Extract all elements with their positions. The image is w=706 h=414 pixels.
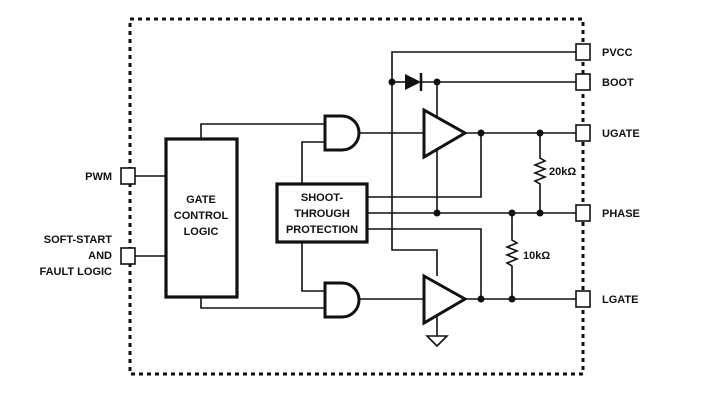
shoot-through-protection-block: SHOOT- THROUGH PROTECTION [275, 182, 369, 244]
lgate-net [367, 228, 576, 303]
boot-pin: BOOT [575, 73, 634, 91]
boot-label: BOOT [602, 77, 634, 89]
ic-boundary [128, 17, 585, 376]
lower-and-gate [323, 281, 361, 319]
lgate-pin: LGATE [575, 290, 638, 308]
phase-pin: PHASE [575, 204, 640, 222]
ugate-label: UGATE [602, 128, 640, 140]
pvcc-rail [388, 51, 576, 276]
gate-control-line-1: GATE [186, 194, 216, 206]
soft-start-label-line-3: FAULT LOGIC [39, 266, 112, 278]
phase-net [367, 148, 576, 217]
resistor-10k: 10kΩ [504, 213, 550, 299]
lower-driver [422, 273, 469, 326]
resistor-20k: 20kΩ [532, 133, 576, 213]
soft-start-label-line-1: SOFT-START [44, 234, 113, 246]
lgate-label: LGATE [602, 294, 638, 306]
soft-start-pin: SOFT-START AND FAULT LOGIC [39, 234, 166, 278]
phase-label: PHASE [602, 208, 640, 220]
shoot-through-line-3: PROTECTION [286, 224, 358, 236]
upper-and-gate [323, 114, 361, 152]
ugate-pin: UGATE [575, 124, 640, 142]
pvcc-pin: PVCC [575, 43, 633, 61]
gate-control-logic-block: GATE CONTROL LOGIC [164, 137, 239, 299]
ground-icon [425, 314, 449, 348]
soft-start-label-line-2: AND [88, 250, 112, 262]
control-wiring [200, 123, 325, 309]
ugate-net [367, 129, 576, 198]
gate-control-line-3: LOGIC [184, 226, 219, 238]
shoot-through-line-2: THROUGH [294, 208, 350, 220]
gate-control-line-2: CONTROL [174, 210, 229, 222]
bootstrap-diode [392, 73, 576, 118]
pvcc-label: PVCC [602, 47, 633, 59]
pwm-label: PWM [85, 171, 112, 183]
shoot-through-line-1: SHOOT- [301, 192, 344, 204]
resistor-20k-label: 20kΩ [549, 166, 576, 178]
pwm-pin: PWM [85, 167, 166, 185]
upper-driver [422, 107, 469, 160]
resistor-10k-label: 10kΩ [523, 250, 550, 262]
